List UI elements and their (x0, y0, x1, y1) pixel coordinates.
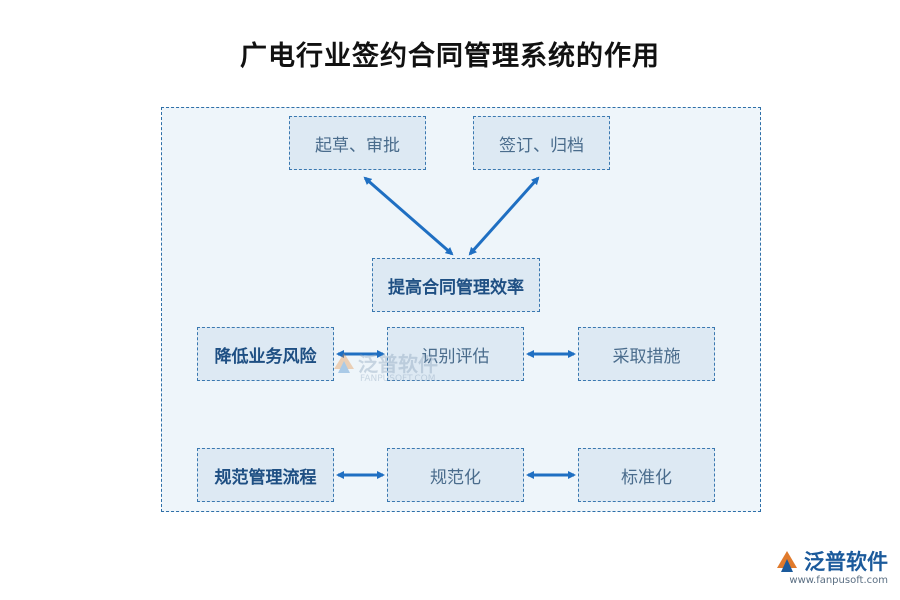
box-standardization: 标准化 (578, 448, 715, 502)
brand-url: www.fanpusoft.com (789, 575, 888, 586)
arrow-sign-efficiency (468, 176, 540, 256)
box-identify-assess: 识别评估 (387, 327, 524, 381)
brand-name: 泛普软件 (804, 550, 888, 574)
arrow-draft-efficiency (363, 176, 454, 256)
box-normalize: 规范化 (387, 448, 524, 502)
page-title: 广电行业签约合同管理系统的作用 (240, 41, 660, 72)
box-take-measures: 采取措施 (578, 327, 715, 381)
box-efficiency: 提高合同管理效率 (372, 258, 540, 312)
brand-logo-icon (777, 551, 797, 572)
box-reduce-risk: 降低业务风险 (197, 327, 334, 381)
box-sign-archive: 签订、归档 (473, 116, 610, 170)
box-standardize-process: 规范管理流程 (197, 448, 334, 502)
brand-logo: 泛普软件 www.fanpusoft.com (774, 546, 888, 586)
box-draft-approve: 起草、审批 (289, 116, 426, 170)
